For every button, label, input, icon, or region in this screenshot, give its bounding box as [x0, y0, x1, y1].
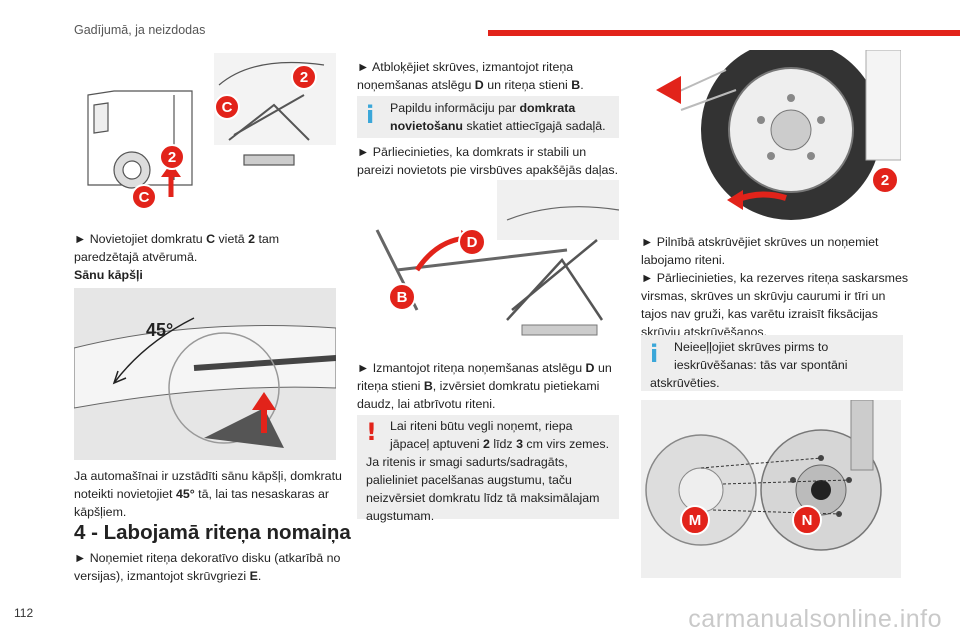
callout-c-bottom: C: [139, 189, 150, 206]
page-number: 112: [14, 606, 34, 620]
paragraph-side-steps: Ja automašīnai ir uzstādīti sānu kāpšļi,…: [74, 469, 342, 519]
callout-b: B: [397, 289, 408, 306]
callout-2-wheel: 2: [881, 172, 889, 189]
callout-2-bottom: 2: [168, 149, 176, 166]
illustration-jack-placement: 2 C 2 C: [74, 45, 336, 217]
section-title: 4 - Labojamā riteņa nomaiņa: [74, 521, 351, 544]
callout-c-top: C: [222, 99, 233, 116]
callout-n: N: [802, 512, 813, 529]
angle-label: 45°: [146, 320, 173, 340]
callout-d: D: [467, 234, 478, 251]
paragraph-raise-jack: ► Izmantojot riteņa noņemšanas atslēgu D…: [357, 361, 612, 411]
callout-m: M: [689, 512, 702, 529]
info-note-jack: i Papildu informāciju par domkrata novie…: [357, 96, 619, 138]
info-icon: i: [366, 101, 375, 129]
illustration-side-step-45: 45°: [74, 288, 336, 460]
info-icon-2: i: [650, 340, 659, 368]
illustration-hub-bolts: M N: [641, 400, 901, 578]
paragraph-remove-hubcap: ► Noņemiet riteņa dekoratīvo disku (atka…: [74, 551, 341, 583]
paragraph-remove-wheel: ► Pilnībā atskrūvējiet skrūves un noņemi…: [641, 235, 909, 339]
info-note-no-oil: i Neieeļļojiet skrūves pirms to ieskrūvē…: [641, 335, 903, 391]
illustration-jack-wrench: D B: [357, 180, 619, 350]
page-header-section: Gadījumā, ja neizdodas: [74, 23, 206, 37]
subheading-side-steps: Sānu kāpšļi: [74, 268, 143, 282]
warning-icon: !: [366, 418, 377, 446]
illustration-remove-wheel: 2: [641, 50, 901, 220]
paragraph-unlock-bolts: ► Atbloķējiet skrūves, izmantojot riteņa…: [357, 60, 584, 92]
callout-2-top: 2: [300, 69, 308, 86]
watermark: carmanualsonline.info: [688, 605, 942, 633]
header-accent-bar: [488, 30, 960, 36]
warning-note-lift: ! Lai riteni būtu vegli noņemt, riepa jā…: [357, 415, 619, 523]
paragraph-place-jack: ► Novietojiet domkratu C vietā 2 tam par…: [74, 232, 280, 282]
paragraph-check-jack: ► Pārliecinieties, ka domkrats ir stabil…: [357, 145, 619, 177]
